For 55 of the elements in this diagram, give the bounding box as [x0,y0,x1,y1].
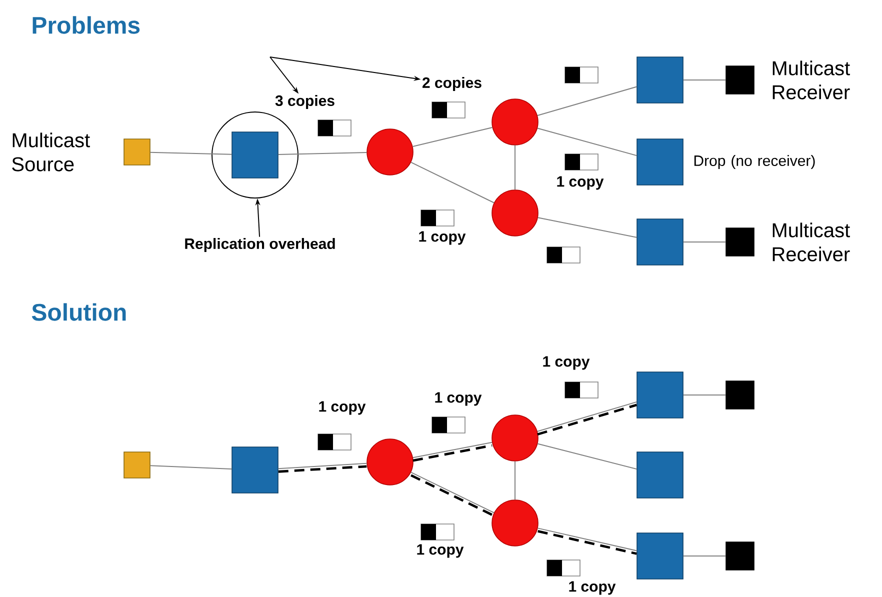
dashed-path [538,530,637,555]
receiver-square [726,66,754,94]
switch-square [636,138,684,186]
link-line [682,394,726,396]
annotation-text: 3 copies [275,95,334,109]
section-heading: Solution [32,303,126,321]
router-circle [492,98,538,146]
source-square [124,452,150,478]
source-square [124,138,150,166]
link-line [537,528,638,552]
link-line [412,442,493,458]
router-circle [366,438,414,486]
link-line [150,152,232,155]
copy-count-label: 1 copy [557,176,604,190]
dashed-path [278,465,367,473]
link-line [150,465,232,470]
router-circle [366,128,414,176]
link-line [537,217,638,238]
switch-square [636,452,684,498]
annotation-text: 2 copies [422,77,482,91]
link-line [278,462,368,470]
copy-count-label: 1 copy [569,581,616,595]
link-line [514,460,516,500]
switch-square [636,56,684,104]
switch-square [636,372,684,418]
router-circle [492,414,538,462]
copy-count-label: 1 copy [417,544,464,558]
node-caption: Multicast Receiver [772,222,850,262]
copy-count-label: 1 copy [543,356,590,370]
highlight-circle [212,112,298,198]
link-line [537,128,638,156]
switch-square [636,532,684,580]
link-line [412,126,493,148]
switch-square [636,218,684,266]
switch-square [232,132,278,178]
router-circle [492,500,538,546]
router-circle [492,190,538,236]
receiver-square [726,228,754,256]
copy-count-label: 1 copy [319,401,366,415]
link-line [536,86,638,116]
node-caption: Multicast Source [12,132,90,172]
copy-count-label: 1 copy [435,392,482,406]
dashed-path [412,444,492,462]
node-caption: Drop (no receiver) [694,155,815,169]
copy-count-label: 1 copy [419,231,466,245]
switch-square [232,446,278,494]
receiver-square [726,380,754,410]
section-heading: Problems [32,16,140,34]
link-line [410,162,494,204]
annotation-text: Replication overhead [185,238,335,252]
node-caption: Multicast Receiver [772,60,850,100]
link-line [278,152,368,155]
link-line [514,144,516,190]
link-line [537,443,638,470]
receiver-square [726,542,754,570]
